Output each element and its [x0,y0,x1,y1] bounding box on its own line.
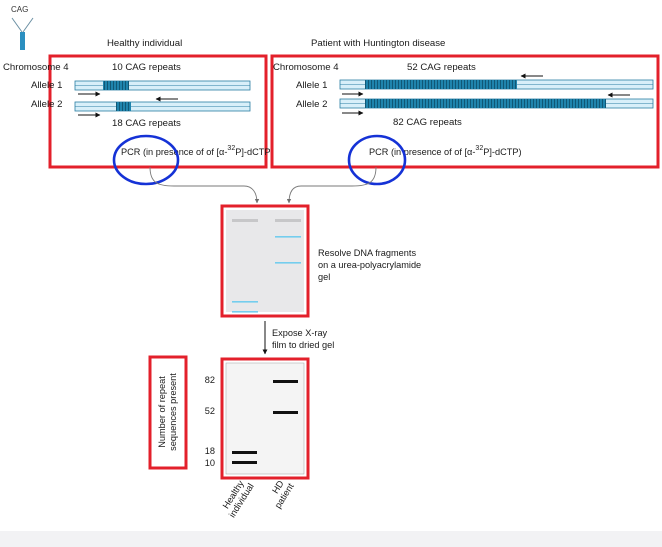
exposure-caption-line-2: film to dried gel [272,340,334,350]
patient-title: Patient with Huntington disease [311,38,445,49]
patient-chromosome-label: Chromosome 4 [273,62,339,73]
y-axis-label-line-2: sequences present [168,373,178,451]
gel-caption: Resolve DNA fragments on a urea-polyacry… [318,248,421,282]
patient-allele2-strand [339,98,654,109]
patient-allele1-repeat-region [365,80,517,89]
patient-pcr-label: PCR (in presence of of [α-32P]-dCTP) [369,145,522,157]
patient-allele2-repeat-region [365,99,606,108]
healthy-allele2-repeats: 18 CAG repeats [112,118,181,129]
gel-well-healthy [232,219,258,222]
tick-label-52: 52 [205,406,215,416]
gel-band-patient-52 [275,262,301,264]
patient-panel: Chromosome 4 52 CAG repeats Allele 1 All… [270,54,660,169]
patient-allele2-label: Allele 2 [296,99,327,110]
healthy-allele2-label: Allele 2 [31,99,62,110]
patient-to-gel-connector-arrow-icon [286,166,377,204]
gel-band-healthy-10 [232,311,258,313]
probe-label: CAG [11,5,28,14]
gel-caption-line-3: gel [318,272,330,282]
healthy-allele2-strand [74,101,251,112]
patient-allele1-strand [339,79,654,90]
y-axis-label: Number of repeat sequences present [157,373,178,451]
healthy-title: Healthy individual [107,38,182,49]
probe-arm-left [11,17,23,33]
healthy-pcr-circle-highlight [112,134,180,186]
patient-allele1-repeats: 52 CAG repeats [407,62,476,73]
gel-band-patient-82 [275,236,301,238]
probe-arm-right [22,17,34,33]
probe-stem [20,32,25,50]
polyacrylamide-gel [220,204,310,318]
tick-label-18: 18 [205,446,215,456]
healthy-allele1-label: Allele 1 [31,80,62,91]
healthy-allele1-repeats: 10 CAG repeats [112,62,181,73]
gel-well-patient [275,219,301,222]
film-band-healthy-10 [232,461,257,464]
patient-highlight-box [270,54,660,169]
film-band-patient-52 [273,411,298,414]
bottom-strip [0,531,662,547]
autoradiogram: 82 52 18 10 [205,357,310,480]
y-shape-icon: CAG [11,5,34,50]
gel-highlight-box [220,204,310,318]
tick-label-10: 10 [205,458,215,468]
healthy-pcr-label: PCR (in presence of of [α-32P]-dCTP) [121,145,274,157]
exposure-caption-line-1: Expose X-ray [272,328,328,338]
film-band-patient-82 [273,380,298,383]
y-axis-label-highlight-box [148,355,188,470]
patient-pcr-circle-highlight [347,134,407,186]
patient-allele2-repeats: 82 CAG repeats [393,117,462,128]
y-axis-label-line-1: Number of repeat [157,376,167,448]
gel-band-healthy-18 [232,301,258,303]
healthy-panel: Chromosome 4 10 CAG repeats Allele 1 All… [3,54,274,169]
healthy-to-gel-connector-arrow-icon [149,166,260,204]
gel-caption-line-1: Resolve DNA fragments [318,248,416,258]
healthy-allele1-repeat-region [103,81,129,90]
patient-allele1-label: Allele 1 [296,80,327,91]
tick-label-82: 82 [205,375,215,385]
healthy-allele1-strand [74,80,251,91]
xray-film [225,362,305,475]
healthy-allele2-repeat-region [116,102,131,111]
healthy-chromosome-label: Chromosome 4 [3,62,69,73]
gel-caption-line-2: on a urea-polyacrylamide [318,260,421,270]
film-band-healthy-18 [232,451,257,454]
healthy-highlight-box [48,54,268,169]
gel-slab [226,210,304,312]
autoradiogram-highlight-box [220,357,310,480]
